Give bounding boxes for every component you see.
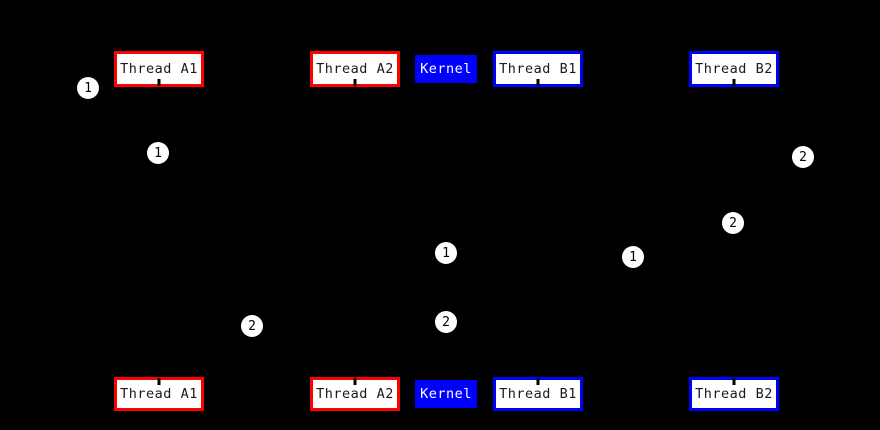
participant-label: Thread A1 (120, 61, 198, 77)
sequence-number-marker: 2 (435, 311, 457, 333)
lifeline-notch (353, 79, 357, 86)
sequence-number-marker: 1 (77, 77, 99, 99)
participant-label: Thread A2 (316, 386, 394, 402)
participant-label: Thread B1 (499, 386, 577, 402)
participant-kernel-top: Kernel (415, 55, 477, 83)
participant-thread-a1-top: Thread A1 (114, 51, 204, 87)
lifeline-notch (732, 79, 736, 86)
lifeline-notch (536, 79, 540, 86)
participant-thread-a2-top: Thread A2 (310, 51, 400, 87)
lifeline-notch (353, 378, 357, 385)
marker-label: 2 (442, 314, 450, 330)
lifeline-notch (732, 378, 736, 385)
participant-thread-b2-bottom: Thread B2 (689, 377, 779, 411)
marker-label: 2 (248, 318, 256, 334)
marker-label: 1 (84, 80, 92, 96)
participant-thread-a2-bottom: Thread A2 (310, 377, 400, 411)
marker-label: 1 (154, 145, 162, 161)
participant-label: Thread B2 (695, 61, 773, 77)
participant-label: Kernel (420, 61, 472, 77)
lifeline-notch (157, 79, 161, 86)
participant-label: Thread B2 (695, 386, 773, 402)
marker-label: 2 (729, 215, 737, 231)
lifeline-notch (157, 378, 161, 385)
participant-label: Thread A2 (316, 61, 394, 77)
marker-label: 1 (629, 249, 637, 265)
sequence-number-marker: 1 (435, 242, 457, 264)
sequence-number-marker: 2 (241, 315, 263, 337)
sequence-number-marker: 1 (622, 246, 644, 268)
marker-label: 2 (799, 149, 807, 165)
participant-label: Kernel (420, 386, 472, 402)
lifeline-notch (536, 378, 540, 385)
sequence-number-marker: 2 (792, 146, 814, 168)
participant-kernel-bottom: Kernel (415, 380, 477, 408)
marker-label: 1 (442, 245, 450, 261)
participant-thread-a1-bottom: Thread A1 (114, 377, 204, 411)
sequence-number-marker: 2 (722, 212, 744, 234)
participant-thread-b2-top: Thread B2 (689, 51, 779, 87)
participant-label: Thread A1 (120, 386, 198, 402)
sequence-number-marker: 1 (147, 142, 169, 164)
participant-thread-b1-bottom: Thread B1 (493, 377, 583, 411)
participant-thread-b1-top: Thread B1 (493, 51, 583, 87)
participant-label: Thread B1 (499, 61, 577, 77)
